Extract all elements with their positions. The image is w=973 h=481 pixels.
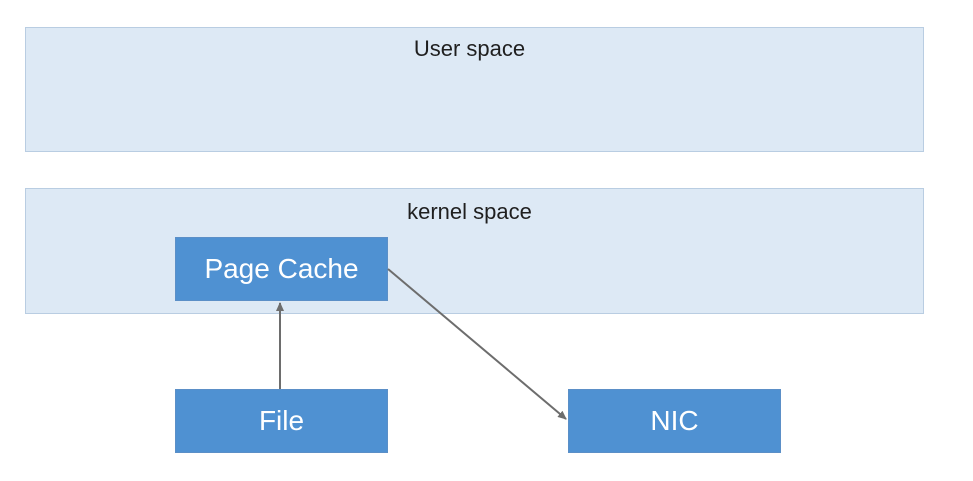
file-node: File	[175, 389, 388, 453]
nic-node: NIC	[568, 389, 781, 453]
nic-label: NIC	[650, 405, 699, 436]
page-cache-node: Page Cache	[175, 237, 388, 301]
kernel-space-region: kernel space	[25, 188, 924, 314]
user-space-label: User space	[413, 36, 526, 61]
user-space-region: User space	[25, 27, 924, 152]
page-cache-label: Page Cache	[204, 253, 359, 284]
file-label: File	[258, 405, 305, 436]
kernel-space-label: kernel space	[407, 199, 532, 224]
